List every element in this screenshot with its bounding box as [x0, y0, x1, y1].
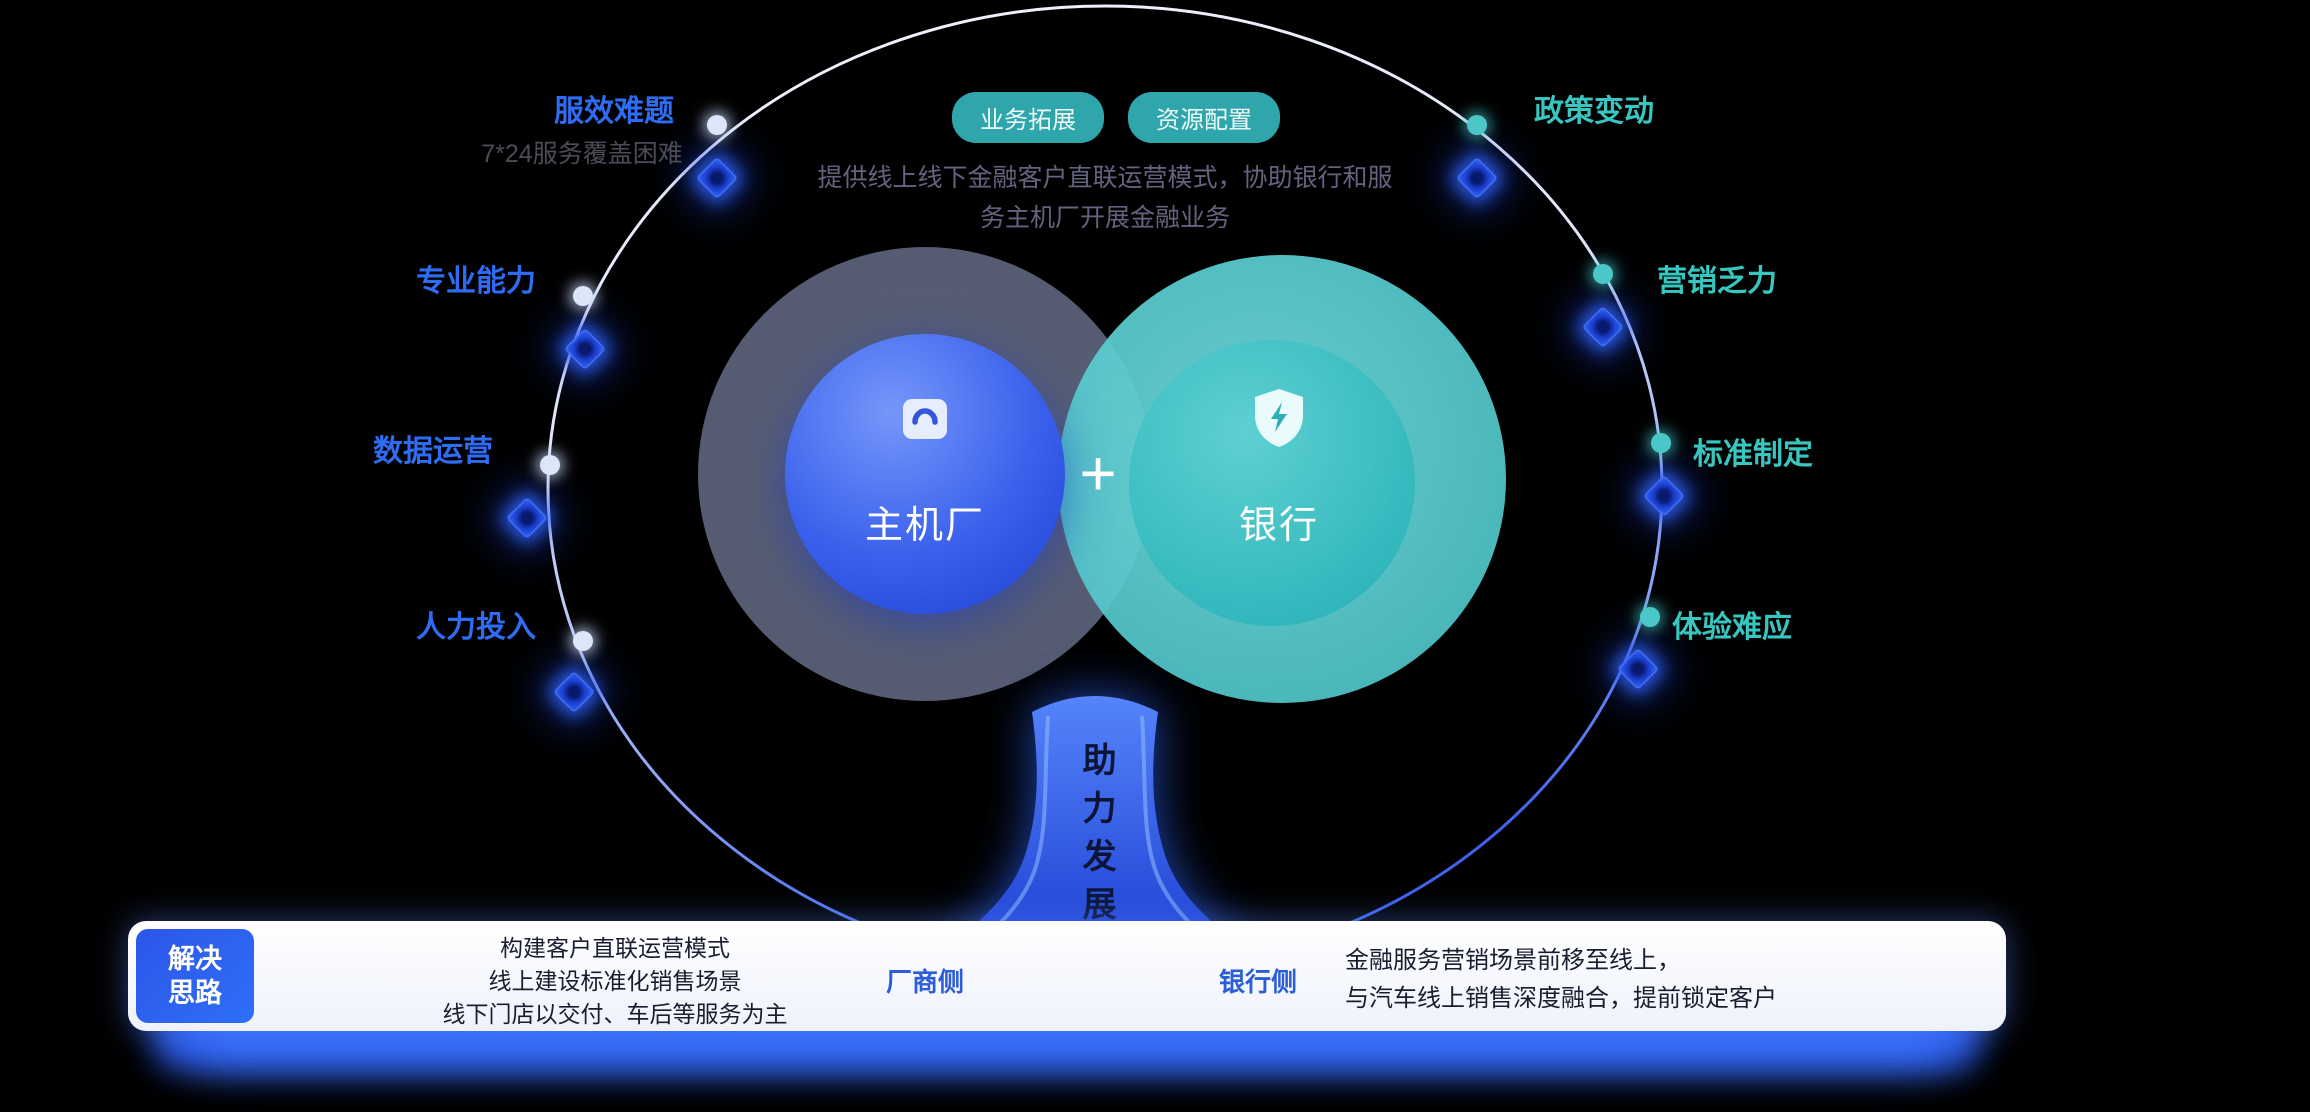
ring-node-right-4	[1640, 607, 1660, 627]
oem-solution-line-3: 线下门店以交付、车后等服务为主	[442, 1001, 788, 1027]
ring-node-left-4	[573, 631, 593, 651]
shopping-bag-icon	[890, 382, 960, 452]
solution-badge: 解决 思路	[136, 929, 254, 1023]
solution-bar	[128, 921, 2006, 1031]
solution-badge-line-1: 解决	[168, 944, 222, 974]
bank-solution-line-2: 与汽车线上销售深度融合，提前锁定客户	[1345, 985, 1777, 1012]
plus-sign: +	[1079, 437, 1117, 509]
ring-node-left-3	[540, 455, 560, 475]
ring-node-right-2	[1593, 264, 1613, 284]
ring-node-left-2	[573, 286, 593, 306]
pill-business-expansion[interactable]: 业务拓展	[952, 92, 1104, 143]
bank-solution-line-1: 金融服务营销场景前移至线上，	[1345, 947, 1681, 974]
bank-side-label: 银行侧	[1218, 967, 1297, 997]
trunk-text: 助力发展	[1077, 742, 1115, 934]
shield-bolt-icon	[1244, 382, 1314, 452]
pill-resource-allocation[interactable]: 资源配置	[1128, 92, 1280, 143]
ring-node-left-1	[707, 115, 727, 135]
left-item-professional-ability: 专业能力	[416, 265, 536, 298]
oem-circle-label: 主机厂	[864, 505, 985, 547]
ring-node-right-1	[1467, 115, 1487, 135]
right-item-experience: 体验难应	[1672, 611, 1792, 644]
right-item-marketing-weak: 营销乏力	[1657, 265, 1777, 298]
ring-node-right-3	[1651, 433, 1671, 453]
solution-badge-line-2: 思路	[168, 978, 222, 1008]
left-item-service-efficiency-sub: 7*24服务覆盖困难	[481, 140, 683, 168]
tag-pill-row: 业务拓展 资源配置	[952, 92, 1280, 143]
bank-circle-label: 银行	[1238, 505, 1319, 547]
oem-side-label: 厂商侧	[885, 967, 964, 997]
bank-inner-circle	[1129, 340, 1415, 626]
hub-description: 提供线上线下金融客户直联运营模式，协助银行和服 务主机厂开展金融业务	[755, 158, 1455, 238]
left-item-service-efficiency: 服效难题	[554, 95, 674, 128]
hub-description-line-2: 务主机厂开展金融业务	[979, 204, 1230, 232]
oem-solution-text: 构建客户直联运营模式 线上建设标准化销售场景 线下门店以交付、车后等服务为主	[320, 932, 910, 1031]
left-item-manpower-input: 人力投入	[416, 611, 536, 644]
oem-solution-line-2: 线上建设标准化销售场景	[488, 968, 742, 994]
right-item-standard-setting: 标准制定	[1693, 438, 1813, 471]
bank-solution-text: 金融服务营销场景前移至线上， 与汽车线上销售深度融合，提前锁定客户	[1345, 942, 1945, 1018]
hub-description-line-1: 提供线上线下金融客户直联运营模式，协助银行和服	[817, 164, 1393, 192]
oem-core-circle	[785, 334, 1065, 614]
oem-solution-line-1: 构建客户直联运营模式	[500, 935, 730, 961]
left-item-data-operation: 数据运营	[373, 435, 493, 468]
right-item-policy-change: 政策变动	[1534, 95, 1654, 128]
